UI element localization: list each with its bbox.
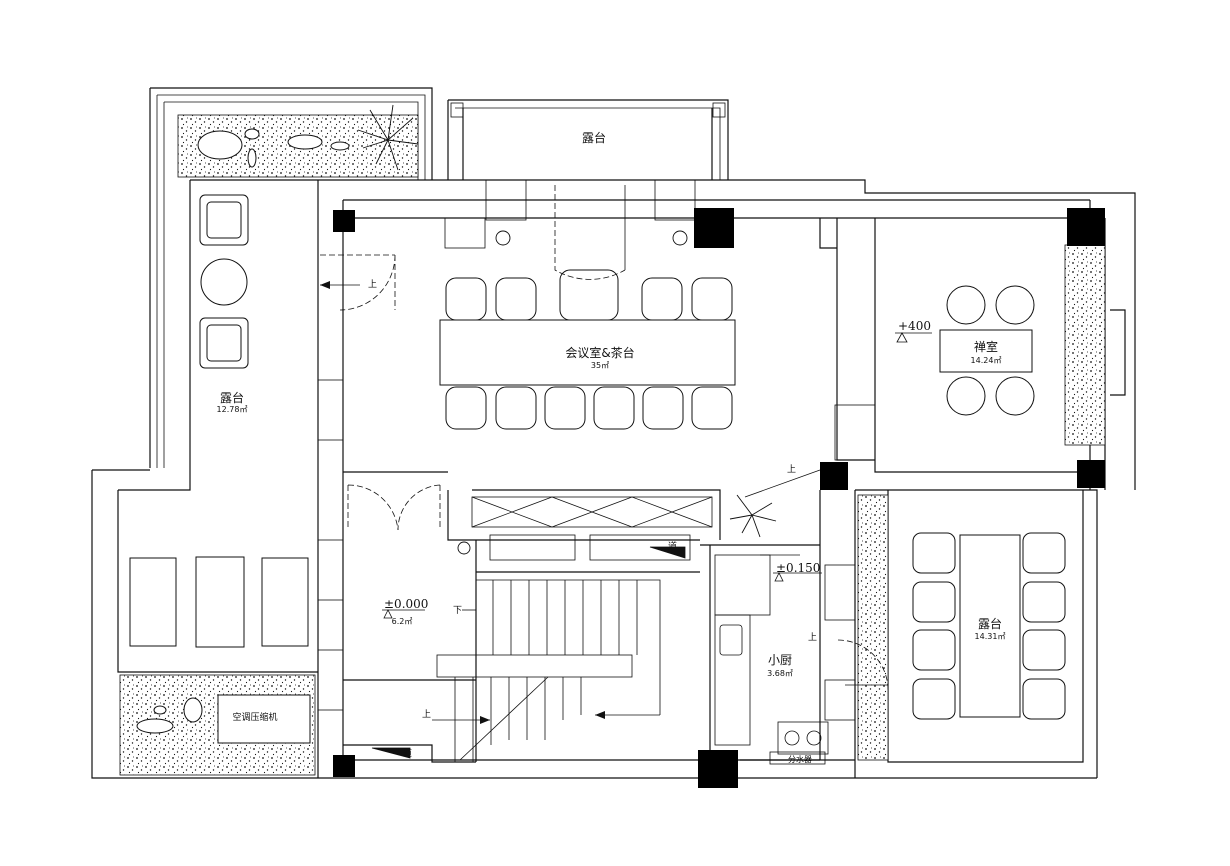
room-label-meeting: 会议室&茶台 — [565, 345, 634, 360]
cabinets — [471, 496, 829, 765]
terrace-furniture — [129, 194, 311, 744]
mark-up-kitchen: 上 — [808, 632, 817, 643]
room-label-kitchen: 小厨 — [768, 653, 792, 667]
structural-columns — [333, 208, 1105, 788]
level-markers — [371, 332, 932, 759]
water-manifold-label: 分水器 — [788, 754, 812, 764]
room-area-zen: 14.24㎡ — [971, 356, 1002, 365]
mark-down-stair: 下 — [453, 606, 462, 616]
terrace-right-table — [912, 532, 1066, 720]
room-area-meeting: 35㎡ — [591, 361, 609, 370]
mark-up-left: 上 — [368, 279, 377, 290]
planters — [119, 114, 1106, 776]
room-area-terrace-left: 12.78㎡ — [217, 405, 248, 414]
staircase — [432, 579, 661, 762]
room-area-hall: 6.2㎡ — [392, 617, 413, 626]
room-label-zen: 禅室 — [974, 339, 998, 354]
level-hall: ±0.000 — [384, 597, 428, 611]
mark-up-stair: 上 — [422, 709, 431, 720]
room-label-terrace-left: 露台 — [220, 390, 244, 405]
mark-duct-kitchen: 道 — [668, 540, 677, 552]
room-area-kitchen: 3.68㎡ — [767, 669, 793, 678]
doors — [320, 185, 889, 691]
mark-duct-hall: 道 — [403, 747, 412, 759]
ac-compressor-label: 空调压缩机 — [232, 711, 277, 723]
level-kitchen: ±0.150 — [776, 561, 820, 575]
mark-up-corridor: 上 — [787, 464, 796, 475]
room-area-terrace-right: 14.31㎡ — [975, 632, 1006, 641]
room-label-terrace-right: 露台 — [978, 616, 1002, 631]
zen-furniture — [939, 285, 1035, 416]
meeting-table — [439, 269, 736, 430]
room-label-terrace-top: 露台 — [582, 130, 606, 145]
level-zen: +400 — [898, 319, 931, 333]
outer-walls — [91, 87, 1136, 779]
